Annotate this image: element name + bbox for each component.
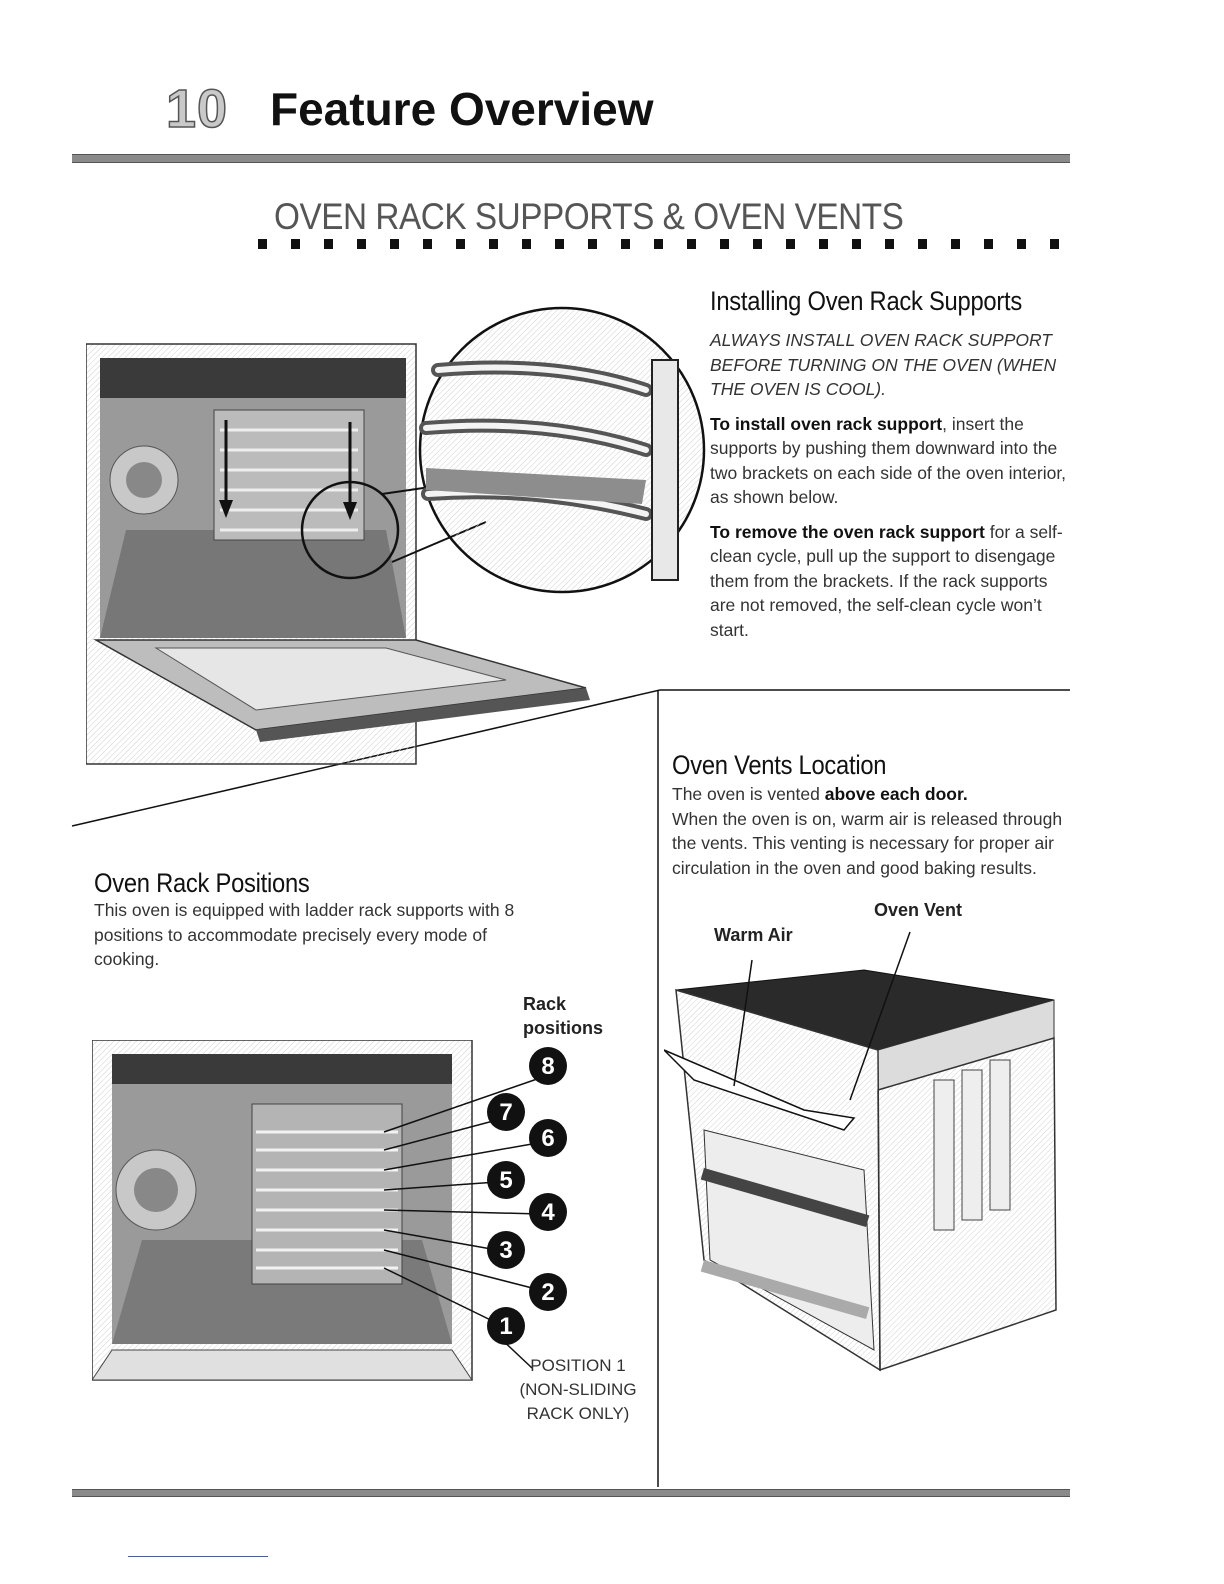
header-rule <box>72 154 1070 163</box>
remove-text: for a self-clean cycle, pull up the supp… <box>710 521 1063 640</box>
position-1-caption: POSITION 1 (NON-SLIDING RACK ONLY) <box>508 1354 648 1426</box>
installing-text-block: ALWAYS INSTALL OVEN RACK SUPPORT BEFORE … <box>710 328 1072 652</box>
badge-5-text: 5 <box>499 1167 512 1194</box>
dotted-divider <box>258 239 1059 249</box>
vents-intro-bold: above each door. <box>824 784 968 804</box>
chapter-title: Feature Overview <box>270 83 654 135</box>
oven-rack-support-illustration <box>86 306 706 765</box>
section-title: OVEN RACK SUPPORTS & OVEN VENTS <box>274 196 904 237</box>
positions-body: This oven is equipped with ladder rack s… <box>94 900 515 969</box>
install-paragraph: To install oven rack support, insert the… <box>710 412 1072 510</box>
vents-intro: The oven is vented above each door. <box>672 782 1066 807</box>
badge-7: 7 <box>487 1093 525 1131</box>
rack-label-line2: positions <box>523 1018 603 1038</box>
badge-1-text: 1 <box>499 1313 512 1340</box>
vents-body: When the oven is on, warm air is release… <box>672 808 1063 878</box>
installing-warning: ALWAYS INSTALL OVEN RACK SUPPORT BEFORE … <box>710 330 1057 399</box>
badge-3-text: 3 <box>499 1237 512 1264</box>
rack-positions-illustration <box>92 1040 541 1381</box>
badge-4-text: 4 <box>541 1199 555 1226</box>
badge-6-text: 6 <box>541 1125 554 1152</box>
vents-intro-text: The oven is vented <box>672 784 825 804</box>
remove-bold: To remove the oven rack support <box>710 521 985 542</box>
footer-link-line <box>128 1556 268 1557</box>
positions-heading: Oven Rack Positions <box>94 868 310 898</box>
vents-text-block: The oven is vented above each door. When… <box>672 782 1066 890</box>
badge-2: 2 <box>529 1273 567 1311</box>
footer-rule <box>72 1489 1070 1497</box>
oven-vent-label: Oven Vent <box>874 900 963 920</box>
warm-air-label: Warm Air <box>714 925 793 945</box>
badge-7-text: 7 <box>499 1099 512 1126</box>
rack-label-line1: Rack <box>523 994 567 1014</box>
badge-3: 3 <box>487 1231 525 1269</box>
caption-line2: (NON-SLIDING <box>519 1380 637 1399</box>
caption-line1: POSITION 1 <box>530 1356 626 1375</box>
install-bold: To install oven rack support <box>710 413 943 434</box>
installing-heading: Installing Oven Rack Supports <box>710 286 1022 316</box>
install-text: , insert the supports by pushing them do… <box>710 413 1067 508</box>
rack-position-badges: 8 7 6 5 4 3 2 1 <box>487 1047 567 1345</box>
badge-6: 6 <box>529 1119 567 1157</box>
badge-8: 8 <box>529 1047 567 1085</box>
vents-heading: Oven Vents Location <box>672 750 887 780</box>
badge-1: 1 <box>487 1307 525 1345</box>
chapter-number: 10 <box>165 78 229 140</box>
badge-8-text: 8 <box>541 1053 554 1080</box>
badge-2-text: 2 <box>541 1279 554 1306</box>
caption-line3: RACK ONLY) <box>526 1404 630 1423</box>
remove-paragraph: To remove the oven rack support for a se… <box>710 520 1072 643</box>
badge-5: 5 <box>487 1161 525 1199</box>
rack-positions-label: Rack positions <box>523 992 603 1040</box>
range-vents-illustration <box>664 931 1057 1372</box>
badge-4: 4 <box>529 1193 567 1231</box>
